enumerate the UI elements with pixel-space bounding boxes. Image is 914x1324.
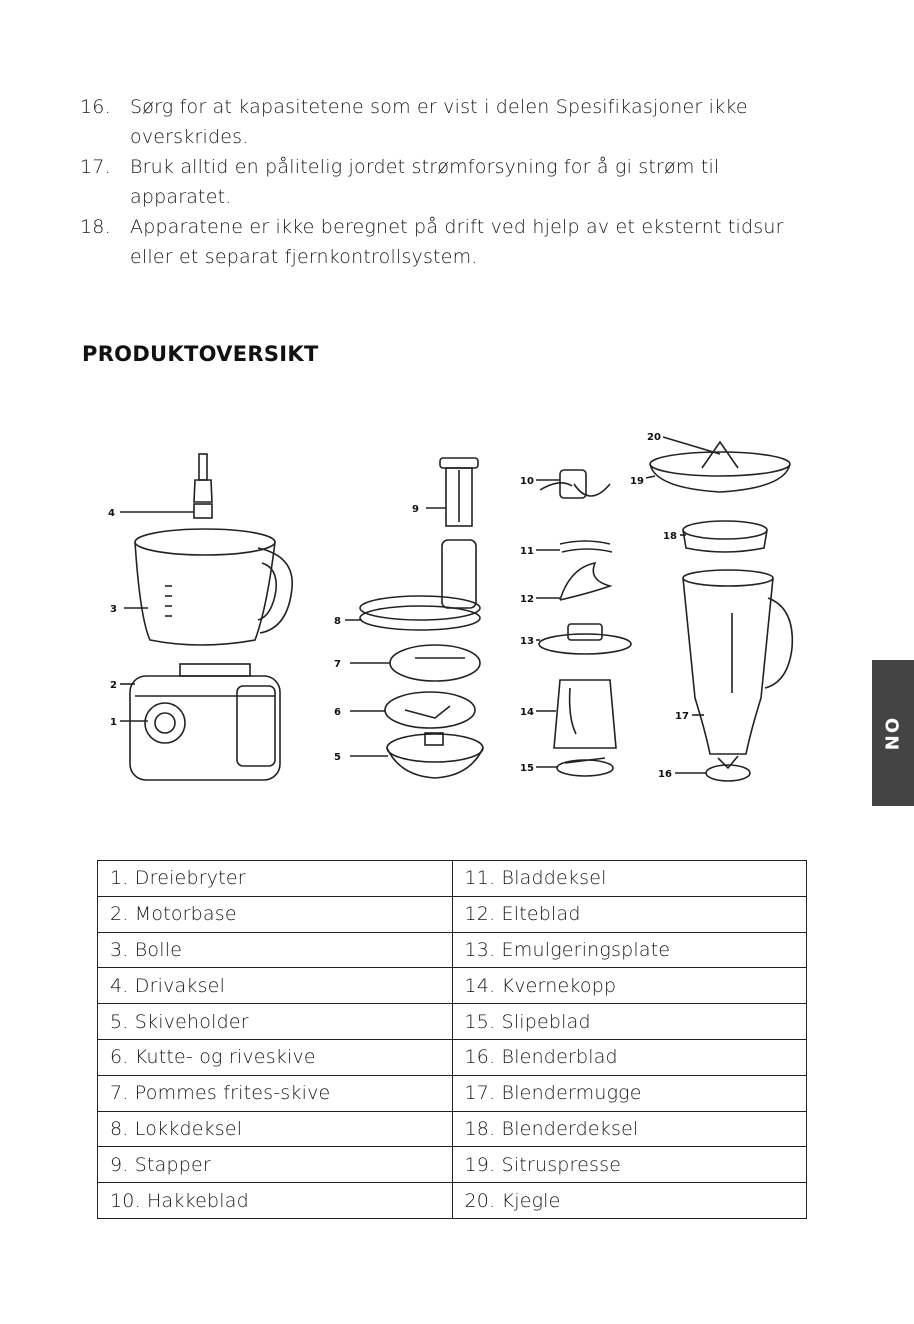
safety-instructions-list: 16. Sørg for at kapasitetene som er vist … [80, 92, 820, 272]
grinder-cup-illustration [553, 679, 617, 749]
pusher-illustration [439, 457, 479, 527]
disc-holder-illustration [386, 732, 484, 779]
callout-4: 4 [108, 508, 115, 519]
blender-blade-illustration [705, 755, 751, 782]
callout-14: 14 [520, 707, 534, 718]
item-text: Sørg for at kapasitetene som er vist i d… [130, 96, 748, 148]
product-overview-diagram: 4 3 2 1 5 6 7 8 9 10 11 12 13 14 15 16 1… [90, 418, 830, 808]
lid-illustration [359, 539, 481, 631]
chopping-blade-illustration [539, 469, 611, 499]
callout-8: 8 [334, 616, 341, 627]
callout-12: 12 [520, 594, 534, 605]
blender-lid-illustration [682, 520, 768, 553]
callout-2: 2 [110, 680, 117, 691]
blender-jug-illustration [682, 569, 794, 755]
grinding-blade-illustration [556, 757, 614, 777]
callout-18: 18 [663, 531, 677, 542]
callout-17: 17 [675, 711, 689, 722]
item-text: Bruk alltid en pålitelig jordet strømfor… [130, 156, 720, 208]
callout-5: 5 [334, 752, 341, 763]
kneading-blade-illustration [559, 561, 613, 601]
table-cell: 6. Kutte- og riveskive [97, 1038, 453, 1076]
callout-10: 10 [520, 476, 534, 487]
table-cell: 8. Lokkdeksel [97, 1110, 453, 1148]
table-cell: 20. Kjegle [451, 1182, 807, 1219]
drive-shaft-illustration [193, 453, 213, 519]
slicing-disc-illustration [384, 691, 476, 729]
table-cell: 13. Emulgeringsplate [451, 931, 807, 969]
callout-20: 20 [647, 432, 661, 443]
callout-9: 9 [412, 504, 419, 515]
table-cell: 15. Slipeblad [451, 1003, 807, 1040]
callout-3: 3 [110, 604, 117, 615]
table-cell: 4. Drivaksel [97, 967, 453, 1005]
table-cell: 10. Hakkeblad [97, 1182, 453, 1219]
callout-1: 1 [110, 717, 117, 728]
table-cell: 12. Elteblad [451, 895, 807, 933]
table-cell: 17. Blendermugge [451, 1074, 807, 1112]
item-number: 17. [80, 156, 111, 178]
callout-16: 16 [658, 769, 672, 780]
table-cell: 5. Skiveholder [97, 1003, 453, 1040]
french-fry-disc-illustration [389, 644, 481, 682]
callout-19: 19 [630, 476, 644, 487]
table-cell: 18. Blenderdeksel [451, 1110, 807, 1148]
list-item: 17. Bruk alltid en pålitelig jordet strøm… [80, 152, 820, 212]
blade-cover-illustration [559, 540, 613, 553]
language-tab: NO [872, 660, 914, 806]
motor-base-illustration [129, 663, 281, 781]
table-cell: 19. Sitruspresse [451, 1146, 807, 1184]
language-tab-label: NO [882, 715, 904, 751]
section-heading: PRODUKTOVERSIKT [82, 342, 319, 366]
emulsifying-plate-illustration [538, 623, 632, 655]
callout-13: 13 [520, 636, 534, 647]
callout-6: 6 [334, 707, 341, 718]
item-number: 16. [80, 96, 111, 118]
list-item: 16. Sørg for at kapasitetene som er vist … [80, 92, 820, 152]
product-illustration: 4 3 2 1 5 6 7 8 9 10 11 12 13 14 15 16 1… [108, 432, 794, 782]
table-cell: 1. Dreiebryter [97, 860, 453, 897]
bowl-illustration [134, 528, 293, 646]
list-item: 18. Apparatene er ikke beregnet på drift … [80, 212, 820, 272]
callout-15: 15 [520, 763, 534, 774]
item-text: Apparatene er ikke beregnet på drift ved… [130, 216, 784, 268]
table-cell: 14. Kvernekopp [451, 967, 807, 1005]
table-cell: 9. Stapper [97, 1146, 453, 1184]
table-cell: 7. Pommes frites-skive [97, 1074, 453, 1112]
callout-7: 7 [334, 659, 341, 670]
item-number: 18. [80, 216, 111, 238]
table-cell: 2. Motorbase [97, 895, 453, 933]
citrus-press-illustration [649, 440, 791, 493]
table-cell: 16. Blenderblad [451, 1038, 807, 1076]
callout-11: 11 [520, 546, 534, 557]
table-cell: 3. Bolle [97, 931, 453, 969]
table-cell: 11. Bladdeksel [451, 860, 807, 897]
